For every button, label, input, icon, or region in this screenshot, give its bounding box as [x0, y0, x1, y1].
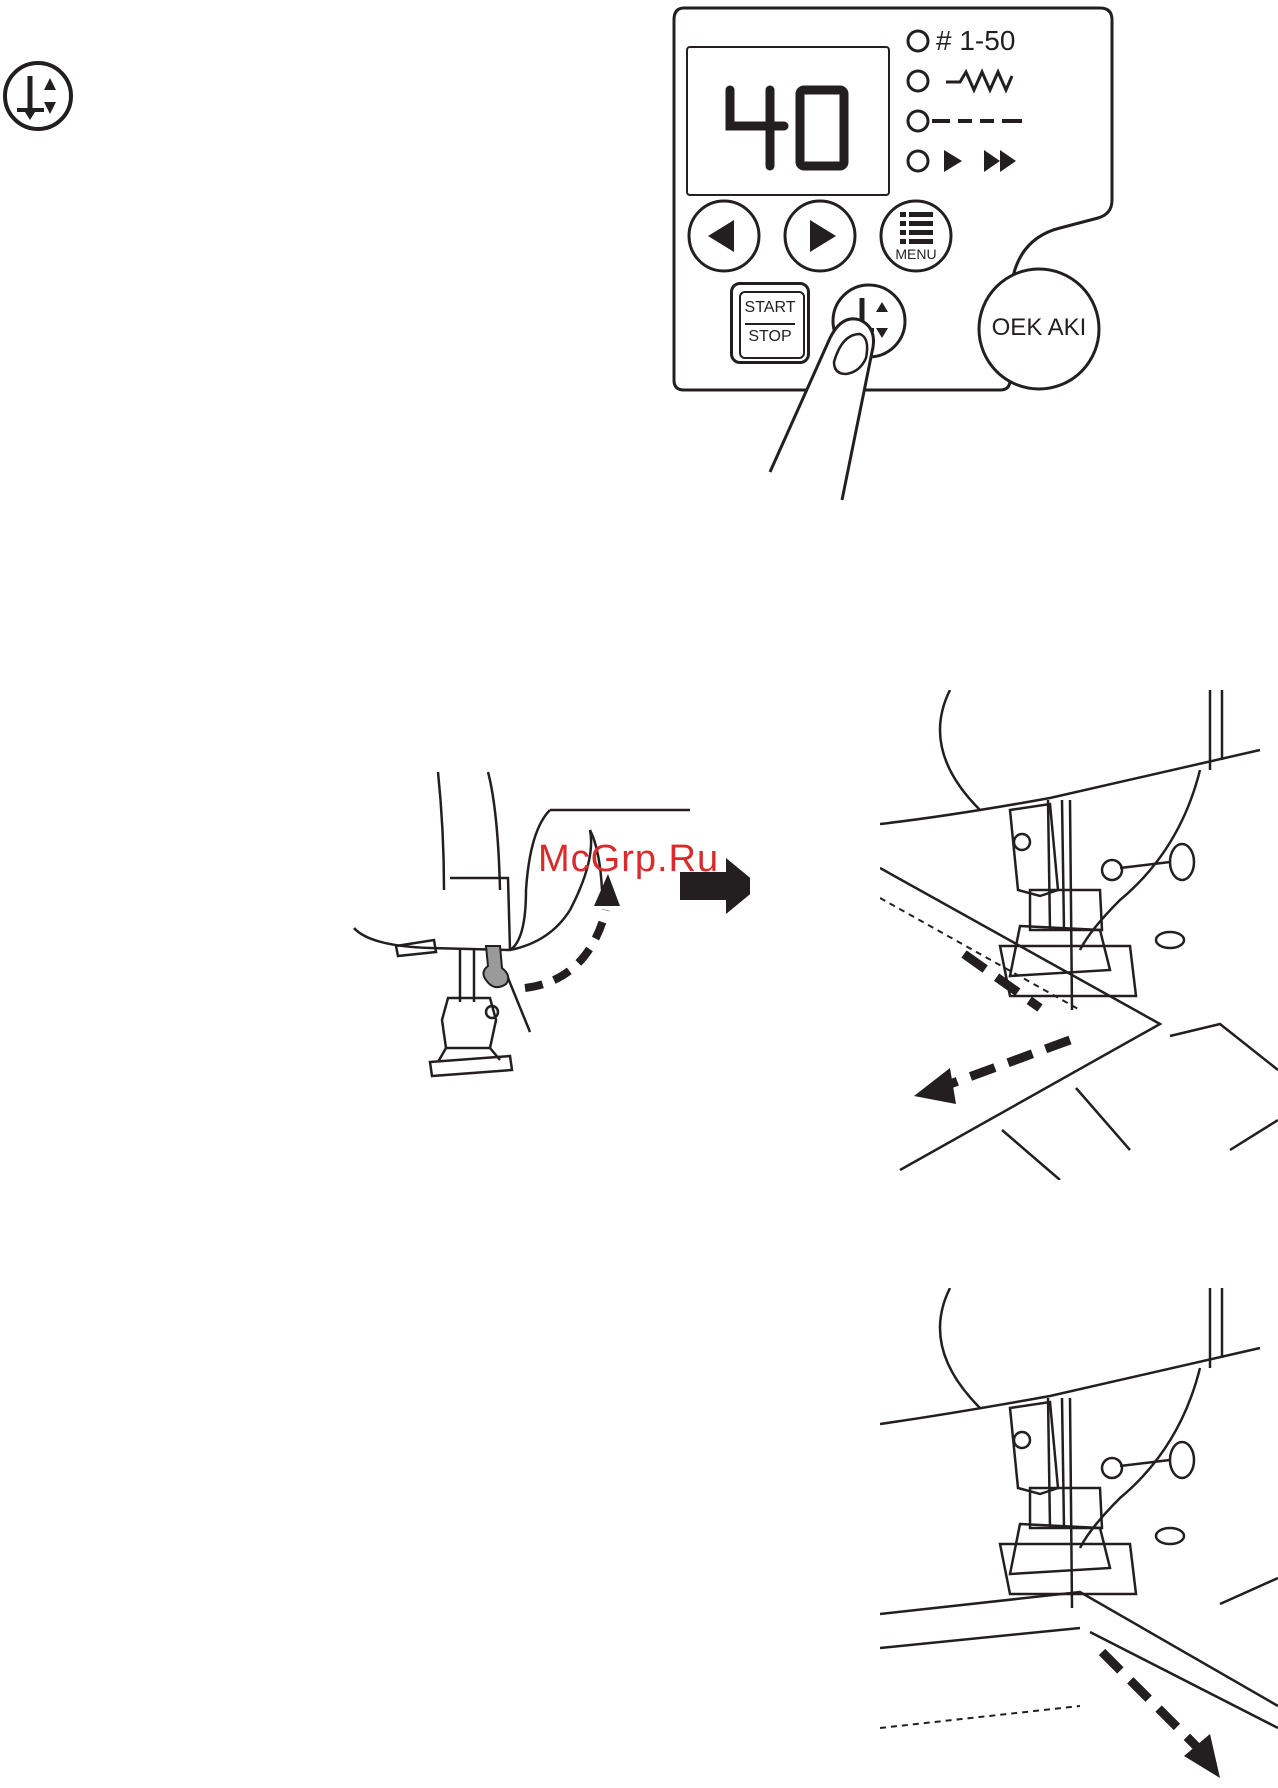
zigzag-stitch-icon[interactable]	[906, 64, 1106, 98]
needle-up-down-icon	[0, 58, 76, 134]
sewing-illustration-bottom	[880, 1288, 1278, 1788]
watermark: McGrp.Ru	[538, 838, 719, 881]
sewing-illustration-top	[880, 690, 1278, 1180]
indicator-number[interactable]: # 1-50	[906, 24, 1106, 58]
straight-stitch-icon[interactable]	[906, 104, 1106, 138]
presser-lever-illustration	[350, 770, 750, 1100]
indicator-number-label: # 1-50	[936, 24, 1015, 58]
lcd-digits	[688, 48, 888, 194]
lcd-display: 40	[686, 46, 890, 196]
finger-illustration	[760, 300, 900, 510]
menu-button[interactable]: MENU	[878, 198, 954, 274]
lcd-value: 40	[688, 48, 689, 49]
oekaki-label: OEK AKI	[976, 314, 1102, 342]
oekaki-button[interactable]: OEK AKI	[976, 266, 1102, 392]
menu-button-label: MENU	[878, 246, 954, 262]
play-fast-forward-icon[interactable]	[906, 144, 1106, 178]
left-arrow-button[interactable]	[686, 198, 762, 274]
right-arrow-button[interactable]	[782, 198, 858, 274]
